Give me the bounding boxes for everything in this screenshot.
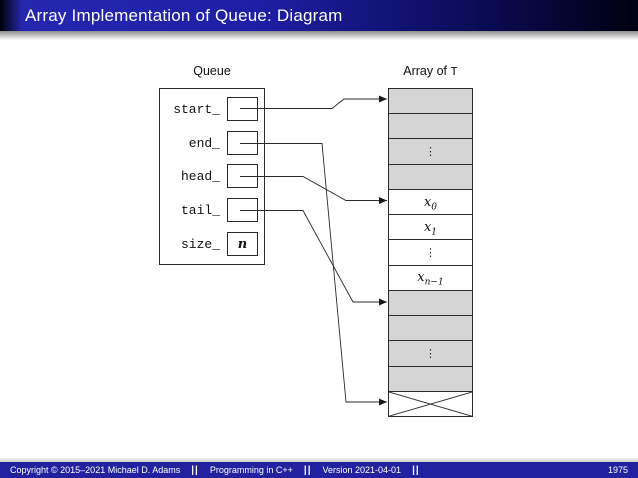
array-cell xyxy=(389,113,472,139)
footer-shadow xyxy=(0,457,638,462)
slide-header: Array Implementation of Queue: Diagram xyxy=(0,0,638,31)
footer-page-number: 1975 xyxy=(607,465,628,475)
ellipsis: ⋮ xyxy=(425,246,436,260)
slide-footer: Copyright © 2015–2021 Michael D. Adams |… xyxy=(0,462,638,478)
footer-separator: || xyxy=(412,464,420,476)
cell-label: x xyxy=(423,194,432,210)
queue-field-value-box xyxy=(227,198,258,222)
footer-separator: || xyxy=(303,464,312,476)
array-cell-x0: x0 xyxy=(389,188,472,215)
cell-label-subscript: n−1 xyxy=(424,277,444,288)
slide-title: Array Implementation of Queue: Diagram xyxy=(25,5,343,25)
array-box: ⋮ x0 x1 ⋮ xn−1 ⋮ xyxy=(388,88,473,417)
array-cell xyxy=(389,289,472,316)
array-cell: ⋮ xyxy=(389,138,472,164)
queue-field-value-box xyxy=(227,97,258,121)
queue-field-value: n xyxy=(237,236,248,252)
queue-field-label: tail_ xyxy=(180,202,220,218)
array-cell: ⋮ xyxy=(389,340,472,366)
queue-label: Queue xyxy=(193,64,231,78)
queue-field-end: end_ xyxy=(189,131,258,155)
array-label: Array of T xyxy=(383,64,478,79)
array-cell xyxy=(389,365,472,391)
queue-field-label: start_ xyxy=(173,101,220,117)
array-cell-unused-cross xyxy=(389,390,472,417)
footer-copyright: Copyright © 2015–2021 Michael D. Adams xyxy=(10,465,181,475)
queue-field-size: size_ n xyxy=(181,232,258,256)
cell-label: x xyxy=(417,270,425,286)
queue-field-label: size_ xyxy=(180,236,220,252)
cell-label: x xyxy=(423,219,432,235)
array-cell-xn1: xn−1 xyxy=(389,264,472,290)
footer-version: Version 2021-04-01 xyxy=(322,465,402,475)
footer-course: Programming in C++ xyxy=(209,465,293,475)
queue-struct-box: start_ end_ head_ tail_ size_ n xyxy=(159,88,265,265)
queue-field-label: end_ xyxy=(188,135,220,151)
cell-label-subscript: 1 xyxy=(431,227,438,238)
ellipsis: ⋮ xyxy=(425,346,436,360)
ellipsis: ⋮ xyxy=(425,145,436,159)
cell-label-subscript: 0 xyxy=(431,202,438,213)
queue-field-value-box: n xyxy=(227,232,258,256)
queue-field-label: head_ xyxy=(180,168,220,184)
cross-out-icon xyxy=(389,392,472,416)
array-label-text: Array of xyxy=(403,64,451,78)
queue-field-value-box xyxy=(227,164,258,188)
footer-separator: || xyxy=(191,464,199,476)
array-label-type: T xyxy=(450,65,458,79)
queue-field-head: head_ xyxy=(181,164,258,188)
queue-field-tail: tail_ xyxy=(181,198,258,222)
array-cell xyxy=(389,89,472,114)
queue-field-start: start_ xyxy=(173,97,258,121)
queue-field-value-box xyxy=(227,131,258,155)
array-cell-x1: x1 xyxy=(389,214,472,240)
header-shadow xyxy=(0,31,638,40)
array-cell xyxy=(389,163,472,189)
array-cell: ⋮ xyxy=(389,239,472,265)
array-cell xyxy=(389,315,472,341)
